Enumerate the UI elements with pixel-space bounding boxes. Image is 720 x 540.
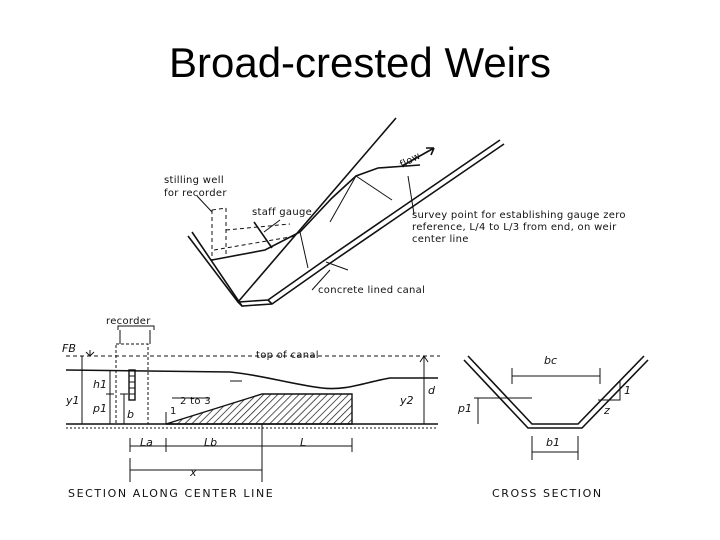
staff-gauge-post xyxy=(253,221,273,249)
longitudinal-section: recorder FB top of canal h1 y1 p1 b 2 to… xyxy=(62,316,440,500)
cross-caption: CROSS SECTION xyxy=(492,487,603,500)
stilling-well-label: stilling well xyxy=(164,175,224,186)
y1-label: y1 xyxy=(65,394,80,407)
cross-section: bc 1 p1 z b1 CROSS SECTION xyxy=(457,354,649,500)
h1-label: h1 xyxy=(93,378,107,391)
canal-top-edge xyxy=(237,117,397,303)
stilling-well xyxy=(115,343,149,425)
l-label: L xyxy=(300,436,306,449)
bc-label: bc xyxy=(544,354,557,367)
water-surface xyxy=(65,369,438,390)
for-recorder-label: for recorder xyxy=(164,188,227,199)
perspective-view: flow stilling well for recorder staff ga… xyxy=(164,117,626,307)
b1-label: b1 xyxy=(546,436,560,449)
cross-one-label: 1 xyxy=(624,384,631,397)
cross-p1-label: p1 xyxy=(457,402,472,415)
slope-label: 2 to 3 xyxy=(180,396,211,407)
canal-inner-outline xyxy=(187,235,323,303)
p1-label: p1 xyxy=(92,402,107,415)
section-caption: SECTION ALONG CENTER LINE xyxy=(68,487,274,500)
slope-one-label: 1 xyxy=(170,406,177,417)
y2-label: y2 xyxy=(399,394,414,407)
d-label: d xyxy=(428,384,436,397)
staff-gauge-label: staff gauge xyxy=(252,207,312,218)
survey-point-label-3: center line xyxy=(412,234,469,245)
slide-title: Broad-crested Weirs xyxy=(168,39,552,86)
top-of-canal-label: top of canal xyxy=(256,350,319,361)
lb-label: Lb xyxy=(204,436,217,449)
weir-body xyxy=(165,393,353,425)
x-label: x xyxy=(189,466,197,479)
cross-section-outer xyxy=(463,359,649,429)
concrete-canal-label: concrete lined canal xyxy=(318,285,425,296)
crest-line xyxy=(355,175,393,201)
cross-section-outline xyxy=(467,355,645,425)
survey-point-label-1: survey point for establishing gauge zero xyxy=(412,210,626,221)
recorder-label: recorder xyxy=(106,316,151,327)
la-label: La xyxy=(140,436,153,449)
flow-label: flow xyxy=(398,151,422,171)
b-label: b xyxy=(127,408,134,421)
weir-crest-profile xyxy=(211,164,421,261)
flow-arrow-icon xyxy=(401,147,435,167)
canal-outer-outline xyxy=(191,231,327,307)
fb-label: FB xyxy=(62,342,76,355)
slope-triangle xyxy=(598,380,621,401)
z-label: z xyxy=(603,404,610,417)
recorder-box xyxy=(117,325,155,330)
canal-bank-right xyxy=(321,139,501,263)
survey-point-label-2: reference, L/4 to L/3 from end, on weir xyxy=(412,222,617,233)
